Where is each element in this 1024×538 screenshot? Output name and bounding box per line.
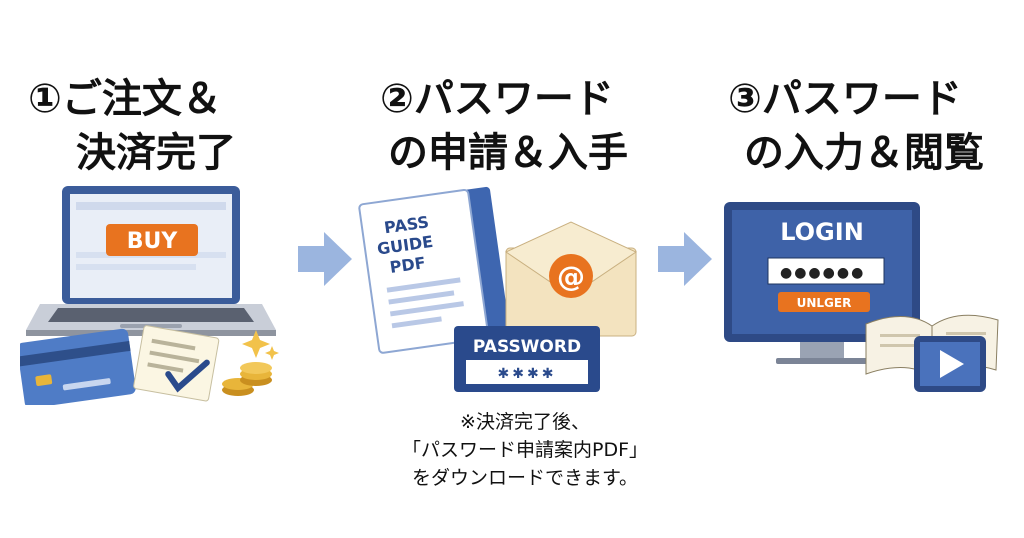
buy-button[interactable]: BUY (106, 224, 198, 256)
document-icon: PASS GUIDE PDF (358, 186, 510, 354)
password-label: PASSWORD (473, 337, 581, 357)
step-2-title: ②パスワード の申請＆入手 (380, 72, 650, 180)
login-title: LOGIN (780, 218, 864, 246)
step-3-title: ③パスワード の入力＆閲覧 (728, 72, 1008, 180)
step-3-title-line1: ③パスワード (728, 76, 962, 122)
password-card: PASSWORD ✱✱✱✱ (454, 326, 600, 392)
email-at-symbol: @ (557, 260, 585, 293)
step-2-illustration: PASS GUIDE PDF @ PASSWORD ✱✱✱✱ (358, 186, 638, 392)
password-dots: ✱✱✱✱ (498, 366, 557, 382)
password-field[interactable]: ●●●●●● (767, 257, 885, 285)
step-1-title-line2: 決済完了 (76, 130, 236, 176)
coins-icon (222, 330, 279, 396)
arrow-1-icon (298, 232, 352, 286)
laptop-icon (26, 186, 276, 336)
login-submit-label: UNLGER (797, 296, 852, 310)
note-line1: ※決済完了後、 (460, 411, 590, 433)
checklist-icon (133, 325, 220, 402)
credit-card-icon (20, 328, 136, 405)
note-line2: 「パスワード申請案内PDF」 (401, 439, 649, 461)
step-1-title-line1: ①ご注文＆ (28, 76, 222, 122)
step-2-title-line2: の申請＆入手 (388, 130, 628, 176)
step-1-title: ①ご注文＆ 決済完了 (28, 72, 248, 180)
step-2-title-line1: ②パスワード (380, 76, 614, 122)
password-field-dots: ●●●●●● (780, 265, 865, 281)
play-icon[interactable] (914, 336, 986, 392)
step-3-title-line2: の入力＆閲覧 (744, 130, 984, 176)
step-3-illustration: LOGIN ●●●●●● UNLGER (724, 202, 999, 392)
envelope-icon: @ (504, 221, 638, 337)
step-1-illustration: BUY (20, 186, 279, 405)
buy-button-label: BUY (127, 229, 179, 254)
doc-label-pdf: PDF (389, 253, 427, 277)
arrow-2-icon (658, 232, 712, 286)
login-submit-button[interactable]: UNLGER (778, 292, 870, 312)
note-line3: をダウンロードできます。 (411, 467, 639, 489)
download-note: ※決済完了後、 「パスワード申請案内PDF」 をダウンロードできます。 (360, 408, 690, 492)
